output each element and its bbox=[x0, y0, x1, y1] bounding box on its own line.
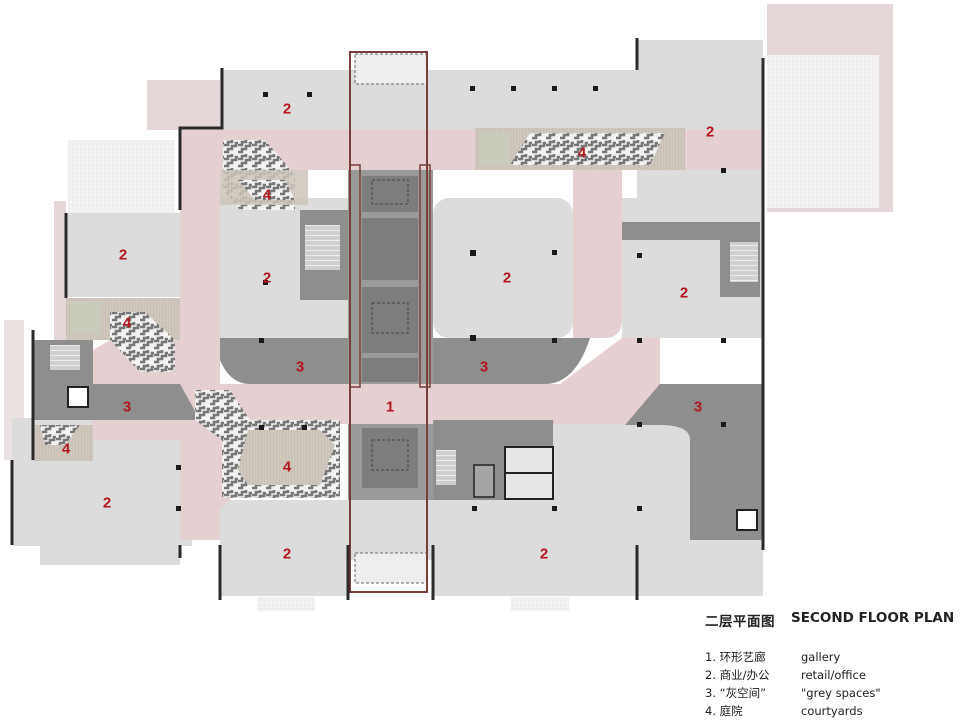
zone-label-grey-space: 3 bbox=[479, 358, 489, 376]
zone-label-grey-space: 3 bbox=[693, 398, 703, 416]
legend-item-retail-office: 2. 商业/办公 retail/office bbox=[705, 668, 866, 682]
zone-label-grey-space: 3 bbox=[122, 398, 132, 416]
zone-label-courtyard: 4 bbox=[577, 144, 587, 162]
zone-label-retail-office: 2 bbox=[102, 494, 112, 512]
legend-item-gallery: 1. 环形艺廊 gallery bbox=[705, 650, 841, 664]
plan-title-en: SECOND FLOOR PLAN bbox=[791, 610, 955, 626]
legend-item-courtyards: 4. 庭院 courtyards bbox=[705, 704, 863, 718]
legend-item-grey-spaces: 3. “灰空间” "grey spaces" bbox=[705, 686, 881, 700]
zone-label-retail-office: 2 bbox=[262, 269, 272, 287]
zone-label-grey-space: 3 bbox=[295, 358, 305, 376]
legend-items: 1. 环形艺廊 gallery 2. 商业/办公 retail/office 3… bbox=[705, 648, 960, 720]
zone-label-retail-office: 2 bbox=[539, 545, 549, 563]
zone-label-courtyard: 4 bbox=[262, 186, 272, 204]
courtyards bbox=[33, 128, 685, 498]
central-atrium bbox=[348, 51, 433, 593]
zone-label-courtyard: 4 bbox=[61, 440, 71, 458]
stair-cores bbox=[50, 225, 758, 531]
zone-label-retail-office: 2 bbox=[502, 269, 512, 287]
zone-label-retail-office: 2 bbox=[679, 284, 689, 302]
legend: 二层平面图 SECOND FLOOR PLAN 1. 环形艺廊 gallery … bbox=[705, 610, 960, 720]
zone-label-courtyard: 4 bbox=[122, 314, 132, 332]
zone-label-courtyard: 4 bbox=[282, 458, 292, 476]
zone-label-retail-office: 2 bbox=[705, 123, 715, 141]
zone-label-retail-office: 2 bbox=[118, 246, 128, 264]
exterior-walls bbox=[10, 38, 765, 600]
zone-label-retail-office: 2 bbox=[282, 100, 292, 118]
zone-label-gallery: 1 bbox=[385, 398, 395, 416]
site-context bbox=[4, 4, 893, 611]
columns bbox=[176, 86, 726, 511]
plan-title-cn: 二层平面图 bbox=[705, 614, 775, 630]
zone-label-retail-office: 2 bbox=[282, 545, 292, 563]
plan-title: 二层平面图 SECOND FLOOR PLAN bbox=[705, 610, 960, 630]
